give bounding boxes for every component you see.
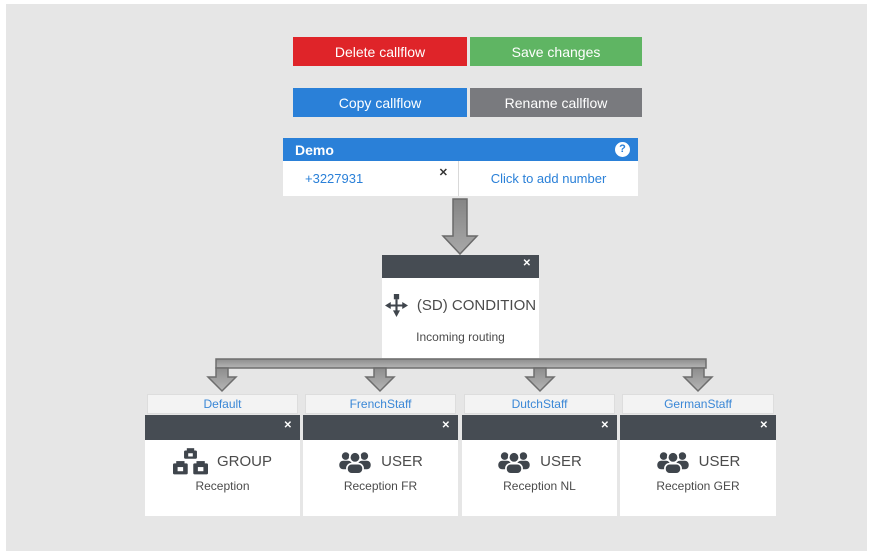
delete-callflow-button[interactable]: Delete callflow xyxy=(293,37,467,66)
branch-condition-label[interactable]: GermanStaff xyxy=(622,394,774,414)
rename-callflow-button[interactable]: Rename callflow xyxy=(470,88,642,117)
condition-node: ✕ (SD) CONDITION Incomi xyxy=(382,255,539,358)
close-icon[interactable]: ✕ xyxy=(600,420,609,431)
branch-node-body[interactable]: USER Reception FR xyxy=(303,440,458,516)
branch-type-label: USER xyxy=(698,453,741,470)
branch-default: Default ✕ xyxy=(145,394,300,516)
copy-callflow-button[interactable]: Copy callflow xyxy=(293,88,467,117)
branch-target-name: Reception xyxy=(195,479,250,493)
branch-dutchstaff: DutchStaff ✕ USER Rece xyxy=(462,394,617,516)
branch-node-body[interactable]: USER Reception GER xyxy=(620,440,776,516)
branch-node-body[interactable]: GROUP Reception xyxy=(145,440,300,516)
branch-card-header: ✕ xyxy=(303,415,458,440)
user-icon xyxy=(656,449,690,475)
save-changes-button[interactable]: Save changes xyxy=(470,37,642,66)
condition-node-body[interactable]: (SD) CONDITION Incoming routing xyxy=(382,278,539,358)
user-icon xyxy=(338,449,372,475)
close-icon[interactable]: ✕ xyxy=(759,420,768,431)
callflow-title: Demo xyxy=(295,141,334,158)
condition-split-icon xyxy=(384,294,408,317)
branch-condition-label[interactable]: FrenchStaff xyxy=(305,394,456,414)
branch-card-header: ✕ xyxy=(462,415,617,440)
branch-condition-label[interactable]: DutchStaff xyxy=(464,394,615,414)
branch-frenchstaff: FrenchStaff ✕ USER Rec xyxy=(303,394,458,516)
branch-card: ✕ USER Reception NL xyxy=(462,415,617,516)
branch-card-header: ✕ xyxy=(620,415,776,440)
branch-type-label: GROUP xyxy=(216,453,272,470)
branch-card: ✕ USER Reception FR xyxy=(303,415,458,516)
branch-condition-label[interactable]: Default xyxy=(147,394,298,414)
close-icon[interactable]: ✕ xyxy=(522,258,531,269)
branch-target-name: Reception NL xyxy=(503,479,576,493)
branch-type-label: USER xyxy=(540,453,582,470)
user-icon xyxy=(497,449,531,475)
phone-number: +3227931 xyxy=(305,171,364,186)
add-number-button[interactable]: Click to add number xyxy=(490,171,607,186)
branch-card: ✕ xyxy=(145,415,300,516)
phone-number-cell[interactable]: +3227931 ✕ xyxy=(283,161,459,196)
group-icon xyxy=(172,447,208,476)
condition-node-header: ✕ xyxy=(382,255,539,278)
branch-card: ✕ USER Reception GER xyxy=(620,415,776,516)
help-icon[interactable]: ? xyxy=(615,142,630,157)
close-icon[interactable]: ✕ xyxy=(283,420,292,431)
callflow-numbers-row: +3227931 ✕ Click to add number xyxy=(283,161,638,196)
condition-name: Incoming routing xyxy=(416,330,505,344)
branch-connector-arrows xyxy=(206,358,714,393)
remove-number-icon[interactable]: ✕ xyxy=(438,167,448,179)
branch-type-label: USER xyxy=(381,453,423,470)
branch-target-name: Reception GER xyxy=(656,479,740,493)
branch-card-header: ✕ xyxy=(145,415,300,440)
branch-germanstaff: GermanStaff ✕ USER Rec xyxy=(620,394,776,516)
branch-target-name: Reception FR xyxy=(343,479,418,493)
branch-node-body[interactable]: USER Reception NL xyxy=(462,440,617,516)
callflow-root-panel: Demo ? +3227931 ✕ Click to add number xyxy=(283,138,638,196)
condition-type-label: (SD) CONDITION xyxy=(416,297,537,314)
close-icon[interactable]: ✕ xyxy=(441,420,450,431)
flow-down-arrow xyxy=(441,198,479,256)
callflow-title-bar: Demo ? xyxy=(283,138,638,161)
